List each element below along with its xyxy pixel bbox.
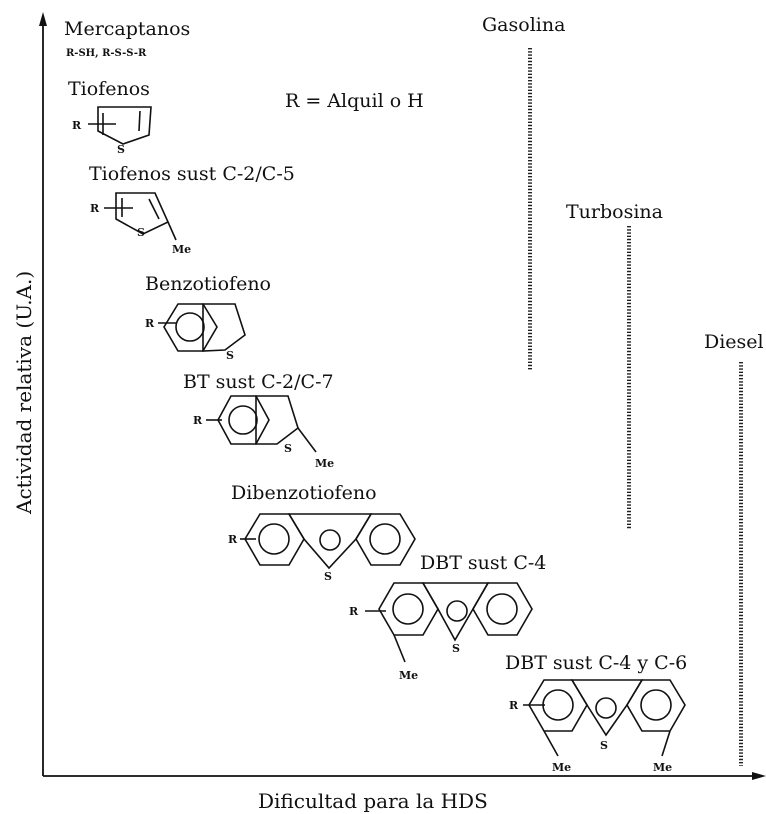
bt-sust-structure: R S Me — [193, 395, 334, 470]
fraction-label-turbosina: Turbosina — [566, 201, 663, 223]
y-axis-label: Actividad relativa (U.A.) — [12, 271, 36, 515]
svg-text:R: R — [90, 202, 100, 215]
fraction-label-gasolina: Gasolina — [482, 14, 565, 36]
svg-text:S: S — [452, 642, 460, 655]
svg-text:R: R — [145, 317, 155, 330]
svg-text:S: S — [117, 143, 125, 156]
svg-text:Me: Me — [653, 761, 672, 774]
svg-text:S: S — [226, 349, 234, 362]
compound-label-mercaptanos: Mercaptanos — [64, 18, 190, 40]
svg-text:Me: Me — [552, 761, 571, 774]
dbt-sust-c4-c6-structure: R S Me Me — [509, 679, 686, 774]
svg-text:S: S — [137, 226, 145, 239]
compound-label-bt-sust: BT sust C-2/C-7 — [183, 371, 334, 393]
tiofeno-sust-structure: R S Me — [90, 192, 191, 256]
compound-label-tiofenos: Tiofenos — [68, 78, 150, 100]
svg-text:R: R — [228, 533, 238, 546]
compound-label-benzotiofeno: Benzotiofeno — [145, 273, 271, 295]
svg-text:R: R — [349, 605, 359, 618]
x-axis-arrow — [752, 772, 766, 780]
compound-label-tiofenos-sust: Tiofenos sust C-2/C-5 — [89, 163, 295, 185]
compound-label-dbt-sust-c4: DBT sust C-4 — [420, 552, 546, 574]
svg-text:R: R — [509, 699, 519, 712]
benzotiofeno-structure: R S — [145, 303, 246, 362]
svg-text:Me: Me — [315, 457, 334, 470]
svg-text:S: S — [324, 570, 332, 583]
svg-text:Me: Me — [399, 669, 418, 682]
dbt-sust-c4-structure: R S Me — [349, 582, 533, 682]
compound-label-dibenzotiofeno: Dibenzotiofeno — [231, 482, 377, 504]
y-axis-arrow — [39, 12, 47, 26]
svg-text:R: R — [72, 119, 82, 132]
x-axis-label: Dificultad para la HDS — [258, 789, 488, 813]
svg-text:S: S — [600, 739, 608, 752]
svg-text:Me: Me — [172, 243, 191, 256]
fraction-label-diesel: Diesel — [704, 331, 764, 353]
tiofeno-structure: R S — [72, 106, 152, 156]
r-definition-note: R = Alquil o H — [285, 90, 424, 112]
compound-label-dbt-sust-c4-c6: DBT sust C-4 y C-6 — [505, 652, 687, 674]
dibenzotiofeno-structure: R S — [228, 513, 416, 583]
svg-text:R: R — [193, 414, 203, 427]
svg-text:S: S — [284, 442, 292, 455]
mercaptanos-formula: R-SH, R-S-S-R — [66, 48, 147, 59]
